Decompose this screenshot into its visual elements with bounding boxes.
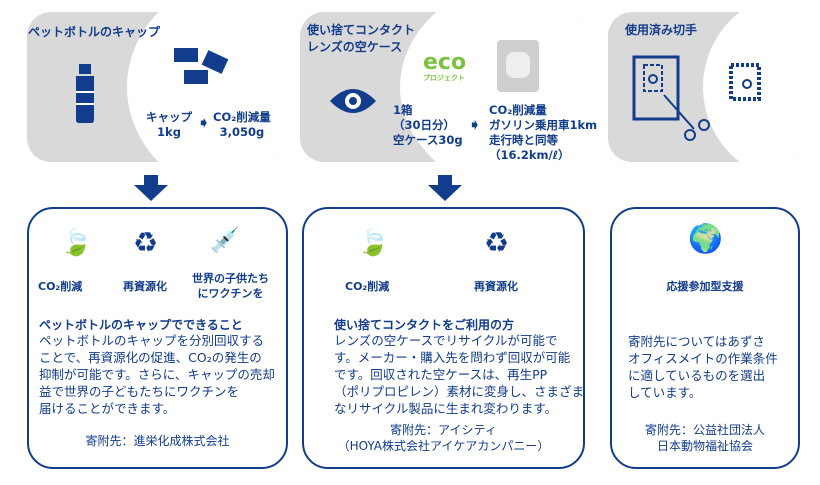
icon-label: CO₂削減 [345, 280, 390, 293]
icon-label: 世界の子供たちにワクチンを [192, 272, 269, 300]
donee: 寄附先：アイシティ（HOYA株式会社アイケアカンパニー） [337, 423, 550, 453]
box-heading: ペットボトルのキャップでできること [39, 318, 243, 332]
arrow-right-icon: ➧ [468, 115, 482, 134]
leaf-icon: 🍃 [357, 228, 390, 258]
info-box-pet-caps [27, 207, 288, 469]
from-amount: 1箱（30日分）空ケース30g [393, 103, 463, 147]
panel-title: 使い捨てコンタクトレンズの空ケース [307, 23, 416, 54]
contact-case-image [497, 40, 539, 92]
info-box-stamps [610, 207, 800, 469]
arrow-right-icon: ➧ [197, 113, 211, 132]
box-body: ペットボトルのキャップを分別回収することで、再資源化の促進、CO₂の発生の抑制が… [39, 333, 275, 416]
recycle-icon: ♻ [133, 226, 159, 259]
stamp-icon [729, 63, 761, 101]
down-arrow-icon [428, 175, 462, 201]
box-body: レンズの空ケースでリサイクルが可能です。メーカー・購入先を問わず回収が可能です。… [334, 333, 585, 416]
icon-label: 再資源化 [123, 280, 167, 293]
vaccine-globe-icon: 💉 [210, 226, 240, 254]
leaf-icon: 🍃 [60, 228, 93, 258]
caps-icon [174, 48, 229, 84]
panel-pet-caps [27, 12, 285, 162]
icon-label: CO₂削減 [38, 280, 83, 293]
icon-label: 再資源化 [474, 280, 518, 293]
down-arrow-icon [134, 175, 168, 201]
panel-contact-cases [300, 12, 585, 162]
panel-title: ペットボトルのキャップ [28, 25, 161, 39]
eye-icon [330, 89, 376, 113]
stamp-cut-icon [632, 55, 710, 141]
box-body: 寄附先についてはあずさオフィスメイトの作業条件に適しているものを選出しています。 [628, 334, 778, 400]
donee: 寄附先：進栄化成株式会社 [85, 434, 230, 448]
panel-title: 使用済み切手 [625, 23, 698, 37]
panel-used-stamps [608, 12, 805, 162]
info-box-contact-cases [302, 207, 585, 469]
icon-label: 応援参加型支援 [666, 280, 744, 293]
box-heading: 使い捨てコンタクトをご利用の方 [334, 318, 515, 332]
bottle-icon [76, 64, 94, 123]
globe-people-icon: 🌍 [688, 222, 723, 255]
donee: 寄附先：公益社団法人日本動物福祉協会 [644, 423, 765, 453]
recycle-icon: ♻ [484, 226, 510, 259]
